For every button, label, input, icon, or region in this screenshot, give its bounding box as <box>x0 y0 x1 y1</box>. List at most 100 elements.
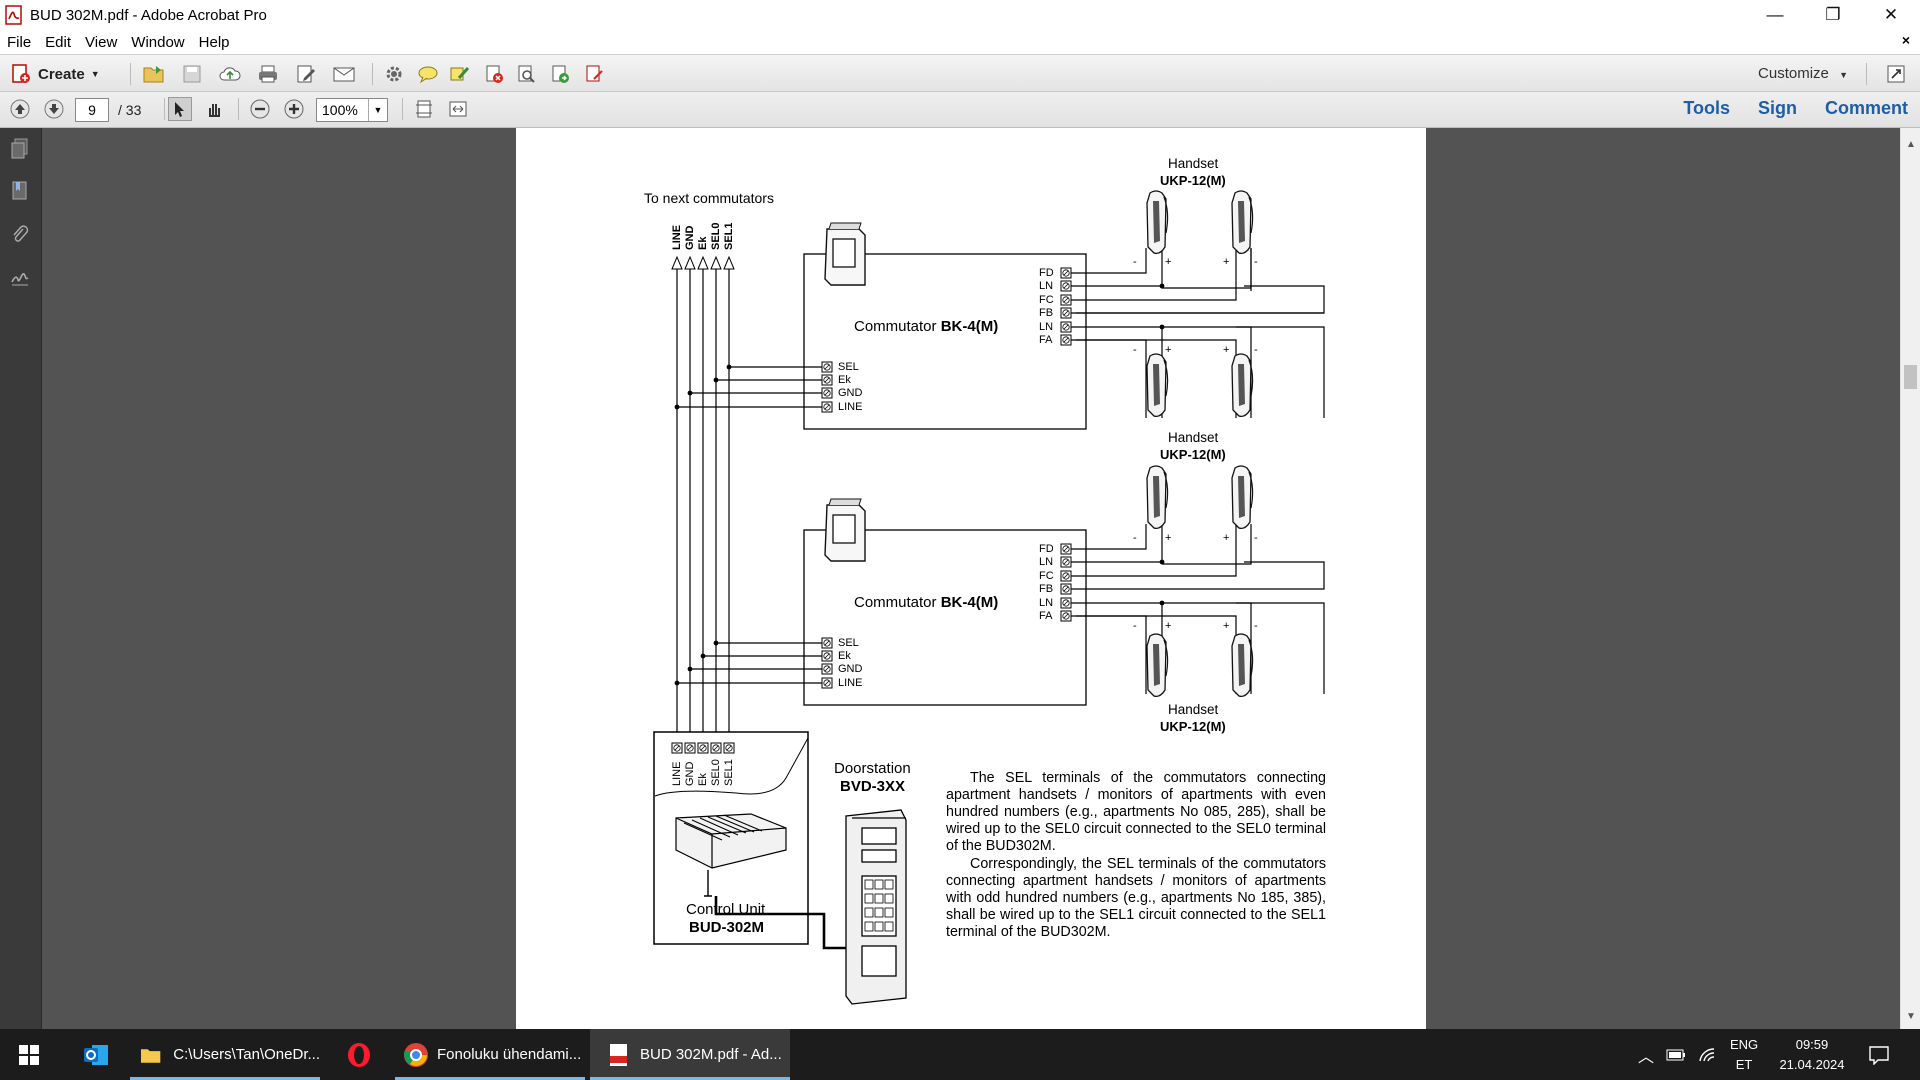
create-pdf-icon <box>12 64 30 83</box>
fit-page-button[interactable] <box>412 97 436 121</box>
bus-label-sel0: SEL0 <box>710 222 722 250</box>
taskbar-file-explorer[interactable]: C:\Users\Tan\OneDr... <box>130 1029 320 1080</box>
clock[interactable]: 09:59 21.04.2024 <box>1774 1029 1850 1080</box>
fullscreen-button[interactable] <box>1884 62 1908 86</box>
svg-text:-: - <box>1133 256 1137 268</box>
next-page-button[interactable] <box>42 97 66 121</box>
svg-text:+: + <box>1223 344 1229 356</box>
signatures-button[interactable] <box>9 266 31 288</box>
terminal-fd: FD <box>1039 543 1054 555</box>
windows-logo-icon <box>19 1044 39 1065</box>
save-button[interactable] <box>180 62 204 86</box>
menu-file[interactable]: File <box>7 33 32 51</box>
page-search-icon <box>518 65 535 83</box>
save-icon <box>183 65 201 83</box>
taskbar-file-explorer-label: C:\Users\Tan\OneDr... <box>173 1046 320 1063</box>
terminal-fb: FB <box>1039 583 1054 595</box>
tools-pane-link[interactable]: Tools <box>1683 98 1730 118</box>
commutator-prefix-2: Commutator <box>854 594 937 611</box>
bus-label-sel1: SEL1 <box>723 222 735 250</box>
handset-label-2: Handset <box>1168 430 1219 445</box>
taskbar-outlook[interactable] <box>72 1029 120 1080</box>
input-language[interactable]: ENG ET <box>1730 1029 1758 1080</box>
commutator-title-2: Commutator BK-4(M) <box>854 594 998 611</box>
edit-button[interactable] <box>294 62 318 86</box>
comment-tool-button[interactable] <box>416 62 440 86</box>
page-thumbnails-button[interactable] <box>9 138 31 160</box>
wifi-icon[interactable] <box>1698 1029 1718 1080</box>
zoom-level-input[interactable]: 100% <box>316 98 388 122</box>
terminal-gnd: GND <box>838 387 863 399</box>
main-toolbar: Create ▼ Customize ▼ <box>0 54 1920 92</box>
envelope-icon <box>333 67 355 82</box>
clock-time: 09:59 <box>1795 1036 1829 1052</box>
settings-button[interactable] <box>382 62 406 86</box>
attachments-button[interactable] <box>9 224 31 246</box>
commutator-model-2: BK-4(M) <box>940 594 999 611</box>
taskbar-chrome[interactable]: Fonoluku ühendami... <box>395 1029 585 1080</box>
cu-label-gnd: GND <box>684 761 696 786</box>
highlight-button[interactable] <box>448 62 472 86</box>
terminal-fb: FB <box>1039 307 1054 319</box>
sign-pane-link[interactable]: Sign <box>1757 98 1797 118</box>
arrow-down-icon <box>44 99 64 119</box>
action-center-button[interactable] <box>1868 1029 1890 1080</box>
battery-icon[interactable] <box>1666 1029 1686 1080</box>
comment-pane-link[interactable]: Comment <box>1824 98 1908 118</box>
create-label: Create <box>38 65 85 83</box>
select-tool-button[interactable] <box>168 97 192 121</box>
page-number-input[interactable]: 9 <box>75 98 109 122</box>
menu-window[interactable]: Window <box>131 33 185 51</box>
vertical-scrollbar[interactable]: ▲ ▼ <box>1900 128 1920 1029</box>
scroll-thumb[interactable] <box>1904 365 1917 389</box>
close-document-button[interactable]: × <box>1901 32 1910 48</box>
navigation-pane <box>0 128 42 1029</box>
zoom-in-button[interactable] <box>282 97 306 121</box>
lang-top: ENG <box>1730 1036 1759 1052</box>
taskbar-chrome-label: Fonoluku ühendami... <box>437 1046 582 1063</box>
doorstation-model: BVD-3XX <box>840 778 906 795</box>
hand-tool-button[interactable] <box>202 97 226 121</box>
taskbar-opera[interactable] <box>335 1029 383 1080</box>
zoom-out-button[interactable] <box>248 97 272 121</box>
scroll-up-icon[interactable]: ▲ <box>1906 139 1916 150</box>
form-button[interactable] <box>582 62 606 86</box>
terminal-fa: FA <box>1039 334 1053 346</box>
menu-help[interactable]: Help <box>198 33 230 51</box>
zoom-dropdown-button[interactable]: ▼ <box>368 99 387 121</box>
close-window-button[interactable]: ✕ <box>1883 5 1899 24</box>
signature-icon <box>11 273 29 286</box>
chrome-icon <box>404 1042 428 1067</box>
customize-menu[interactable]: Customize ▼ <box>1758 65 1848 82</box>
acrobat-app-icon <box>5 5 22 25</box>
previous-page-button[interactable] <box>8 97 32 121</box>
print-button[interactable] <box>256 62 280 86</box>
email-button[interactable] <box>332 62 356 86</box>
page-export-icon <box>552 65 569 83</box>
menu-edit[interactable]: Edit <box>45 33 72 51</box>
terminal-sel: SEL <box>838 361 859 373</box>
taskbar-acrobat[interactable]: BUD 302M.pdf - Ad... <box>590 1029 790 1080</box>
create-button[interactable]: Create ▼ <box>10 62 100 86</box>
restore-button[interactable]: ❐ <box>1825 5 1841 24</box>
fit-width-button[interactable] <box>446 97 470 121</box>
document-viewport[interactable]: -++- -++- -++- -++- <box>42 128 1900 1029</box>
cloud-upload-icon <box>219 67 241 81</box>
scroll-down-icon[interactable]: ▼ <box>1906 1011 1916 1022</box>
find-button[interactable] <box>514 62 538 86</box>
delete-page-button[interactable] <box>482 62 506 86</box>
export-button[interactable] <box>548 62 572 86</box>
terminal-ln: LN <box>1039 321 1054 333</box>
menu-view[interactable]: View <box>85 33 118 51</box>
show-hidden-icons-button[interactable]: ︿ <box>1638 1029 1654 1080</box>
open-button[interactable] <box>142 62 166 86</box>
hand-icon <box>209 104 220 117</box>
minimize-button[interactable]: — <box>1766 5 1784 24</box>
terminal-gnd: GND <box>838 663 863 675</box>
bookmarks-button[interactable] <box>9 180 31 202</box>
form-icon <box>586 65 603 82</box>
chevron-down-icon: ▼ <box>1839 70 1848 80</box>
start-button[interactable] <box>0 1029 58 1080</box>
upload-button[interactable] <box>218 62 242 86</box>
lang-bottom: ET <box>1735 1056 1753 1072</box>
